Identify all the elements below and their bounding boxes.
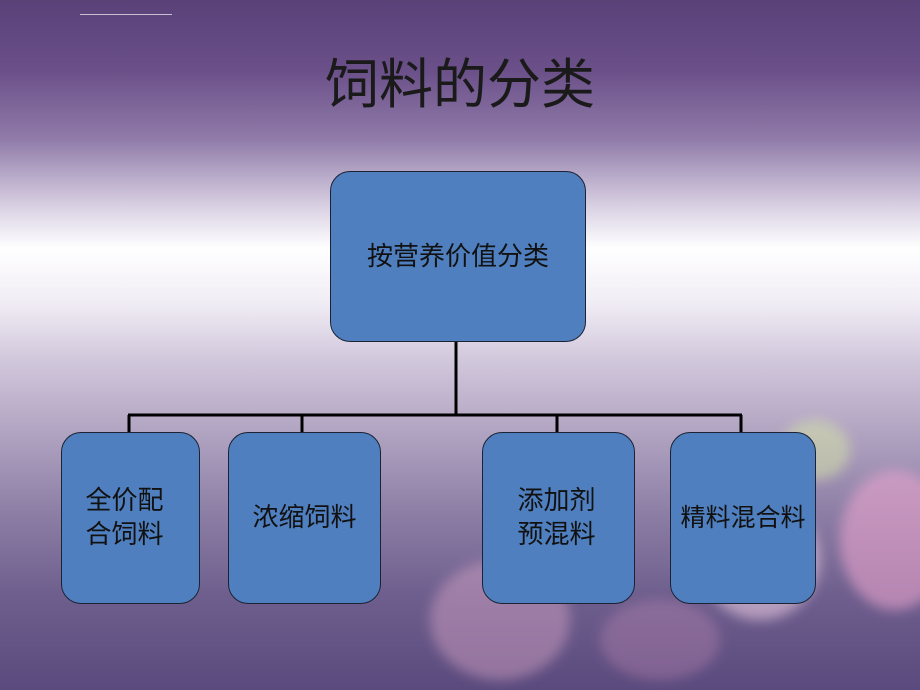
child-node-4-label: 精料混合料 bbox=[680, 503, 806, 532]
flower-decoration bbox=[600, 600, 720, 680]
child-node-2-label: 浓缩饲料 bbox=[252, 503, 357, 533]
child-node-1-label: 全价配合饲料 bbox=[85, 486, 164, 550]
child-node-1: 全价配合饲料 bbox=[61, 432, 200, 604]
child-node-3: 添加剂预混料 bbox=[482, 432, 635, 604]
slide-title: 饲料的分类 bbox=[325, 53, 595, 116]
flower-decoration bbox=[840, 470, 920, 610]
root-node-label: 按营养价值分类 bbox=[366, 241, 549, 272]
child-node-3-label: 添加剂预混料 bbox=[517, 486, 596, 550]
root-node: 按营养价值分类 bbox=[330, 171, 586, 342]
child-node-2: 浓缩饲料 bbox=[228, 432, 381, 604]
child-node-4: 精料混合料 bbox=[670, 432, 816, 604]
header-decoration bbox=[80, 14, 172, 16]
